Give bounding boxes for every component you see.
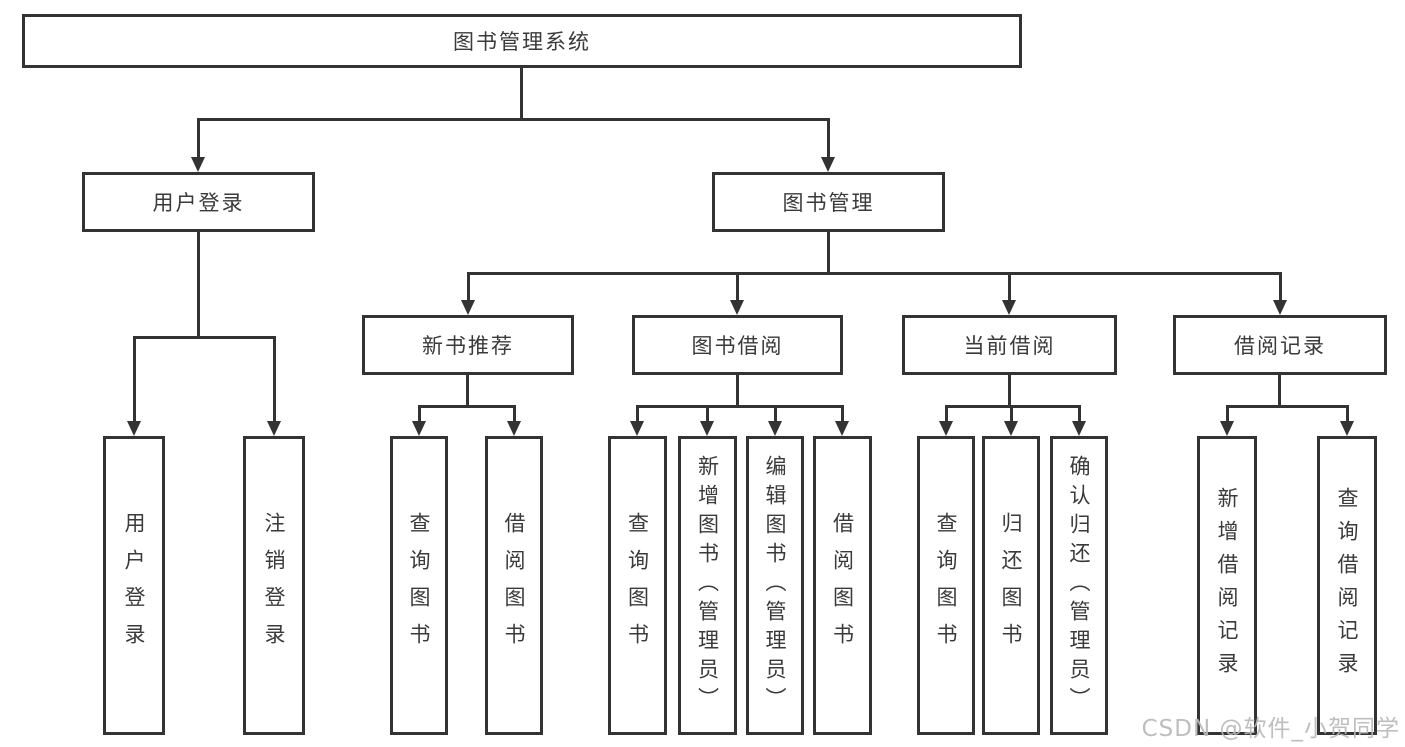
connector-line: [467, 272, 470, 300]
node-new-book-recommend: 新书推荐: [362, 315, 574, 375]
arrow-down-icon: [507, 421, 521, 436]
node-book-borrow: 图书借阅: [632, 315, 843, 375]
connector-line: [736, 375, 739, 405]
leaf-edit-books-admin: 编辑图书（管理员）: [746, 436, 804, 735]
connector-line: [1278, 375, 1281, 405]
leaf-user-login: 用户登录: [103, 436, 165, 735]
connector-line: [513, 405, 516, 421]
arrow-down-icon: [1072, 421, 1086, 436]
arrow-down-icon: [835, 421, 849, 436]
arrow-down-icon: [1273, 300, 1287, 315]
connector-line: [466, 375, 469, 405]
node-root-system: 图书管理系统: [22, 14, 1022, 68]
connector-line: [1279, 272, 1282, 300]
node-borrow-records: 借阅记录: [1173, 315, 1387, 375]
connector-line: [827, 118, 830, 158]
leaf-add-books-admin: 新增图书（管理员）: [678, 436, 737, 735]
arrow-down-icon: [191, 157, 205, 172]
leaf-borrow-books-1: 借阅图书: [485, 436, 543, 735]
arrow-down-icon: [127, 421, 141, 436]
connector-line: [273, 336, 276, 421]
connector-line: [636, 405, 639, 421]
connector-line: [1226, 405, 1349, 408]
leaf-add-borrow-record: 新增借阅记录: [1197, 436, 1257, 735]
connector-line: [1008, 375, 1011, 405]
arrow-down-icon: [1004, 421, 1018, 436]
arrow-down-icon: [939, 421, 953, 436]
arrow-down-icon: [821, 157, 835, 172]
arrow-down-icon: [461, 300, 475, 315]
connector-line: [774, 405, 777, 421]
leaf-logout: 注销登录: [243, 436, 305, 735]
csdn-watermark: CSDN @软件_小贺同学: [1141, 716, 1400, 742]
connector-line: [636, 405, 843, 408]
arrow-down-icon: [1220, 421, 1234, 436]
connector-line: [197, 232, 200, 336]
connector-line: [133, 336, 276, 339]
arrow-down-icon: [630, 421, 644, 436]
arrow-down-icon: [730, 300, 744, 315]
connector-line: [520, 68, 523, 120]
connector-line: [1008, 272, 1011, 300]
connector-line: [197, 118, 830, 121]
leaf-query-books-3: 查询图书: [917, 436, 975, 735]
connector-line: [945, 405, 948, 421]
arrow-down-icon: [1340, 421, 1354, 436]
connector-line: [418, 405, 516, 408]
arrow-down-icon: [267, 421, 281, 436]
arrow-down-icon: [1002, 300, 1016, 315]
connector-line: [841, 405, 844, 421]
leaf-query-borrow-record: 查询借阅记录: [1317, 436, 1377, 735]
node-user-login-module: 用户登录: [82, 172, 315, 232]
connector-line: [1346, 405, 1349, 421]
connector-line: [133, 336, 136, 421]
connector-line: [827, 232, 830, 272]
leaf-borrow-books-2: 借阅图书: [813, 436, 872, 735]
leaf-confirm-return-admin: 确认归还（管理员）: [1050, 436, 1108, 735]
connector-line: [1010, 405, 1013, 421]
node-current-borrow: 当前借阅: [902, 315, 1117, 375]
arrow-down-icon: [700, 421, 714, 436]
connector-line: [706, 405, 709, 421]
connector-line: [467, 272, 1282, 275]
arrow-down-icon: [768, 421, 782, 436]
connector-line: [1078, 405, 1081, 421]
leaf-query-books-2: 查询图书: [608, 436, 667, 735]
connector-line: [1226, 405, 1229, 421]
leaf-return-books: 归还图书: [982, 436, 1040, 735]
connector-line: [945, 405, 1081, 408]
connector-line: [197, 118, 200, 158]
arrow-down-icon: [412, 421, 426, 436]
node-book-management-module: 图书管理: [712, 172, 945, 232]
connector-line: [418, 405, 421, 421]
connector-line: [736, 272, 739, 300]
leaf-query-books-1: 查询图书: [390, 436, 448, 735]
